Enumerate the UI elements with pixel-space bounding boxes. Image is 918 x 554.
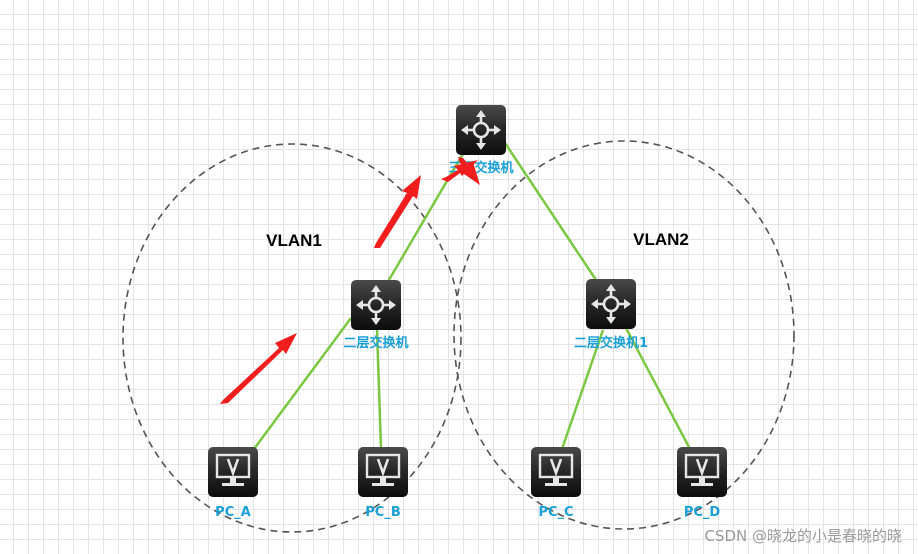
link-switch-left-to-pc-b — [375, 329, 383, 450]
router-switch-icon — [349, 278, 403, 332]
pc-monitor-icon — [356, 445, 410, 499]
switch-right-label: 二层交换机1 — [574, 335, 648, 351]
watermark-text: CSDN @晓龙的小是春晓的晓 — [704, 527, 902, 545]
pc-monitor-icon — [206, 445, 260, 499]
vlan2-zone — [453, 140, 795, 530]
pc-a[interactable]: PC_A — [206, 445, 260, 520]
switch-left[interactable]: 二层交换机 — [343, 278, 409, 351]
pc-d[interactable]: PC_D — [675, 445, 729, 520]
switch-left-label: 二层交换机 — [343, 335, 408, 351]
link-switch-right-to-pc-d — [624, 327, 692, 450]
pc-c-label: PC_C — [538, 505, 573, 520]
pc-b-label: PC_B — [365, 505, 400, 520]
vlan1-label: VLAN1 — [266, 231, 322, 250]
red-arrow-icon — [374, 175, 421, 248]
pc-monitor-icon — [529, 445, 583, 499]
router-switch-icon — [584, 277, 638, 331]
link-core-to-switch-right — [501, 139, 602, 287]
red-arrow-icon — [458, 157, 480, 185]
link-switch-right-to-pc-c — [560, 329, 605, 450]
pc-a-label: PC_A — [215, 505, 251, 520]
red-arrow-icon — [220, 333, 297, 404]
pc-monitor-icon — [675, 445, 729, 499]
router-switch-icon — [454, 103, 508, 157]
pc-d-label: PC_D — [684, 505, 721, 520]
link-core-to-switch-left — [384, 139, 473, 286]
link-switch-left-to-pc-a — [252, 317, 353, 450]
vlan2-label: VLAN2 — [633, 230, 689, 249]
pc-c[interactable]: PC_C — [529, 445, 583, 520]
switch-right[interactable]: 二层交换机1 — [574, 277, 648, 351]
vlan1-zone — [122, 143, 462, 533]
pc-b[interactable]: PC_B — [356, 445, 410, 520]
